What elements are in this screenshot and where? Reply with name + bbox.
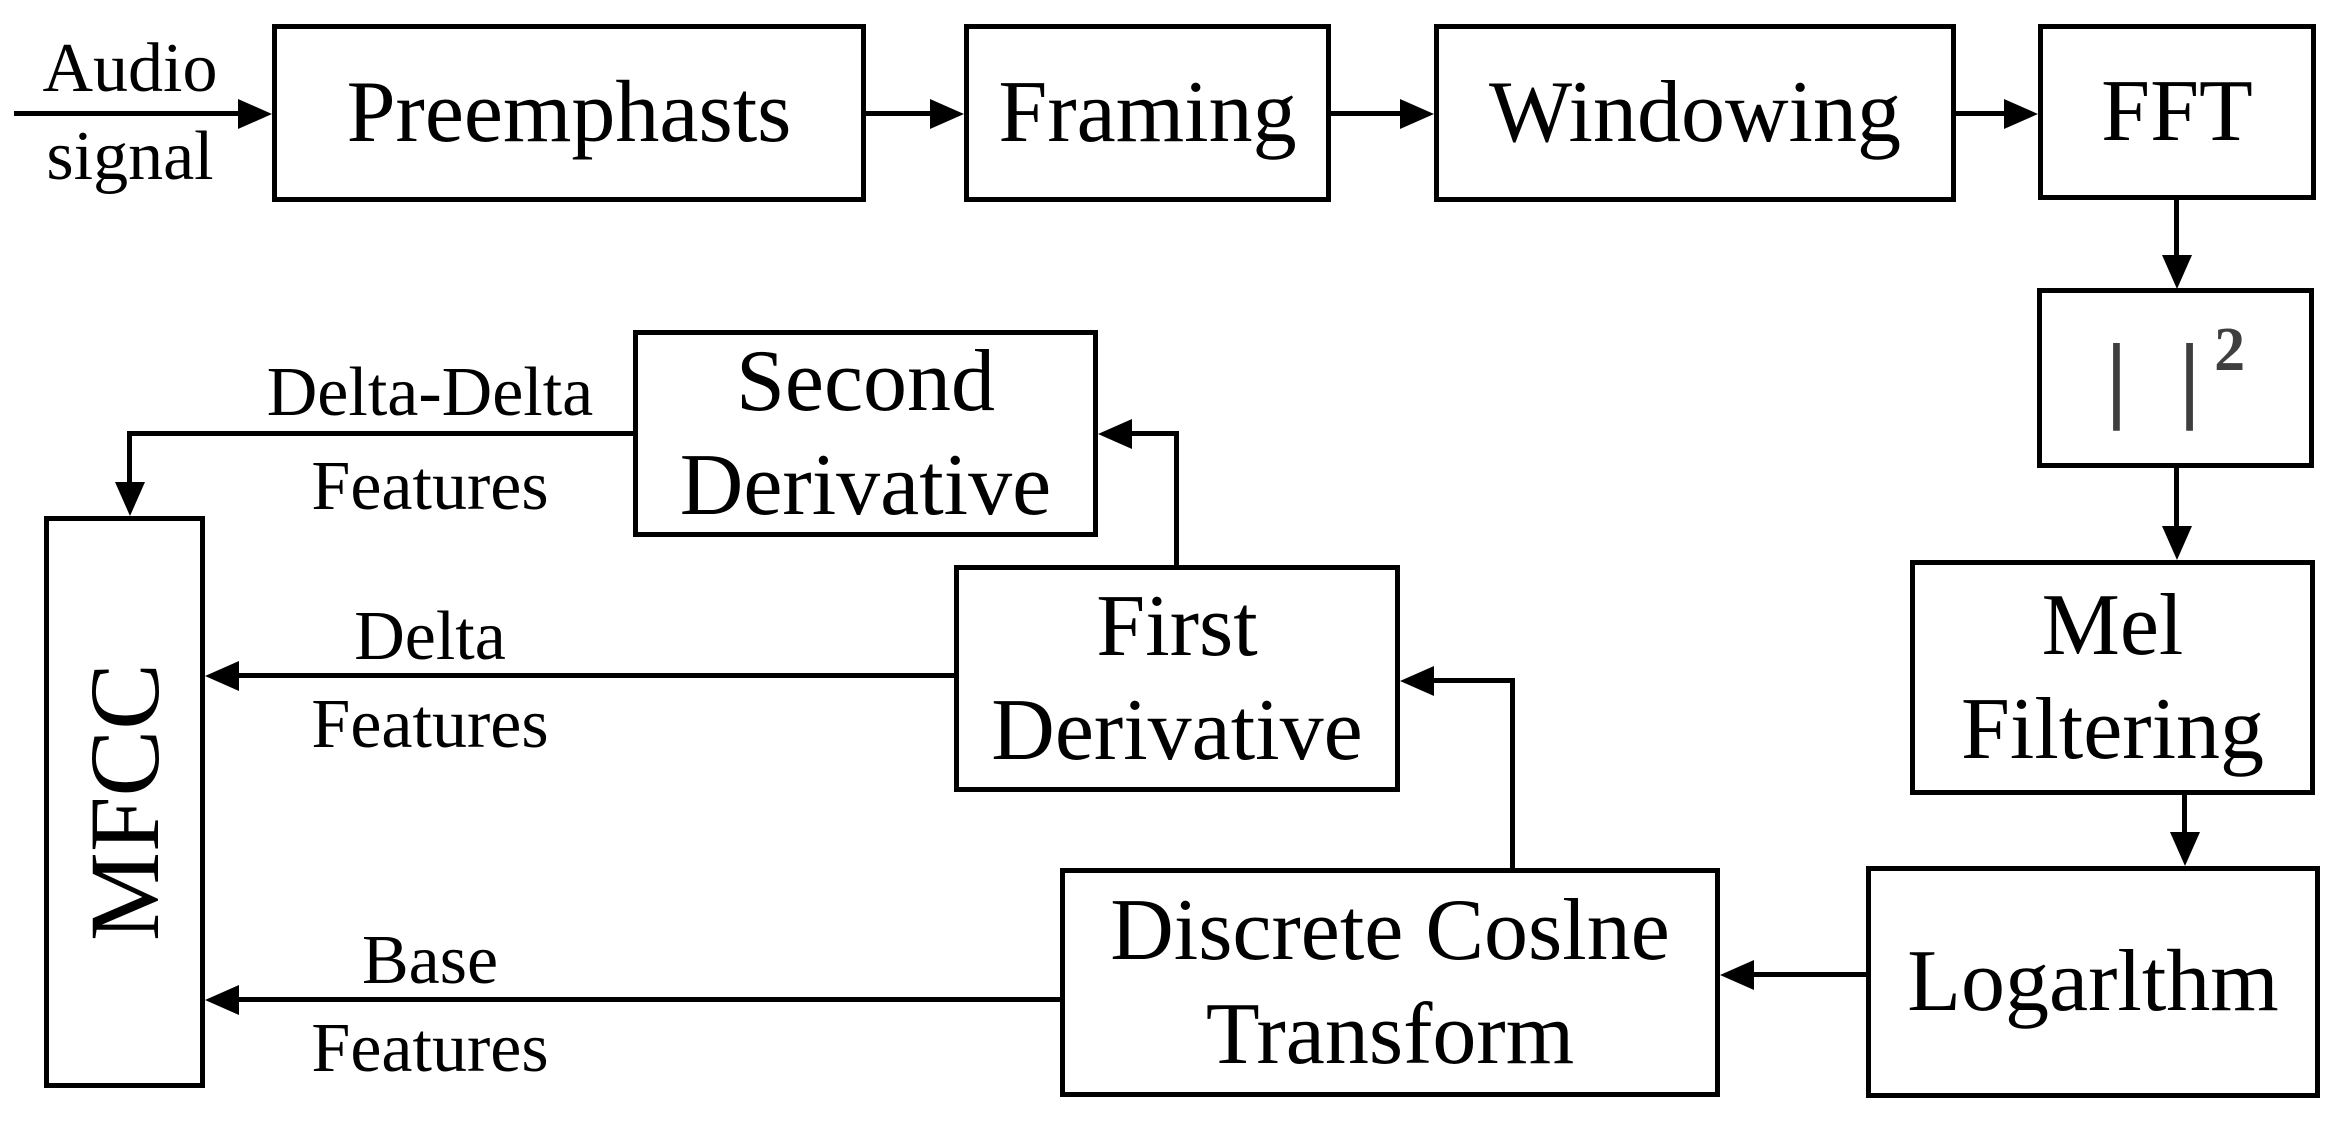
fft-node-label: FFT	[2101, 63, 2253, 161]
arrowhead-down-icon	[2162, 526, 2192, 560]
mel-filtering-node-label-line1: Mel	[2041, 576, 2184, 674]
first-derivative-node-label-line2: Derivative	[991, 681, 1363, 779]
delta-delta-features-label-line2: Features	[311, 448, 549, 525]
arrowhead-left-icon	[205, 661, 239, 691]
connector-first-to-second-derivative	[1174, 431, 1179, 565]
framing-node-label: Framing	[998, 64, 1297, 162]
arrowhead-left-icon	[205, 985, 239, 1015]
second-derivative-node: Second Derivative	[633, 330, 1098, 537]
logarithm-node: Logarlthm	[1866, 866, 2320, 1098]
audio-signal-label-line1: Audio	[42, 30, 218, 107]
connector-first-to-second-derivative	[1132, 431, 1179, 436]
dct-node-label-line2: Transform	[1205, 985, 1575, 1083]
dct-node-label-line1: Discrete Coslne	[1110, 881, 1670, 979]
power-spectrum-node: | |2	[2037, 288, 2314, 468]
arrowhead-left-icon	[1720, 960, 1754, 990]
first-derivative-node-label-line1: First	[1096, 577, 1258, 675]
delta-features-label-line1: Delta	[354, 598, 506, 675]
mfcc-output-node-label: MFCC	[68, 663, 180, 941]
base-features-label-line2: Features	[311, 1010, 549, 1087]
mel-filtering-node: Mel Filtering	[1910, 560, 2315, 795]
delta-features-label-line2: Features	[311, 686, 549, 763]
arrowhead-right-icon	[1400, 99, 1434, 129]
connector-power-spectrum-to-mel	[2174, 468, 2179, 526]
power-spectrum-node-label: | |2	[2106, 319, 2245, 426]
connector-preemphasis-to-framing	[866, 111, 930, 116]
arrowhead-down-icon	[2170, 832, 2200, 866]
fft-node: FFT	[2038, 24, 2316, 200]
mel-filtering-node-label-line2: Filtering	[1960, 680, 2265, 778]
connector-fft-to-power-spectrum	[2174, 200, 2179, 255]
windowing-node-label: Windowing	[1489, 64, 1901, 162]
connector-dct-to-first-derivative	[1510, 678, 1515, 868]
second-derivative-node-label-line1: Second	[735, 332, 996, 430]
connector-second-derivative-to-mfcc	[127, 431, 132, 482]
preemphasis-node: Preemphasts	[272, 24, 866, 202]
connector-dct-to-mfcc	[239, 997, 1060, 1002]
arrowhead-left-icon	[1400, 666, 1434, 696]
connector-mel-to-logarithm	[2182, 795, 2187, 832]
connector-framing-to-windowing	[1331, 111, 1400, 116]
discrete-cosine-transform-node: Discrete Coslne Transform	[1060, 868, 1720, 1097]
preemphasis-node-label: Preemphasts	[346, 64, 792, 162]
base-features-label-line1: Base	[361, 922, 499, 999]
connector-second-derivative-to-mfcc	[127, 431, 633, 436]
first-derivative-node: First Derivative	[954, 565, 1400, 792]
framing-node: Framing	[964, 24, 1331, 202]
arrowhead-left-icon	[1098, 419, 1132, 449]
delta-delta-features-label-line1: Delta-Delta	[266, 354, 594, 431]
arrowhead-down-icon	[115, 482, 145, 516]
arrowhead-right-icon	[2004, 99, 2038, 129]
mfcc-output-node: MFCC	[44, 516, 205, 1088]
second-derivative-node-label-line2: Derivative	[679, 436, 1052, 534]
power-spectrum-exponent: 2	[2214, 316, 2246, 384]
connector-first-derivative-to-mfcc	[239, 673, 954, 678]
connector-audio-to-preemphasis	[14, 111, 238, 116]
arrowhead-right-icon	[930, 99, 964, 129]
connector-windowing-to-fft	[1956, 111, 2004, 116]
windowing-node: Windowing	[1434, 24, 1956, 202]
audio-signal-label-line2: signal	[46, 118, 214, 195]
arrowhead-right-icon	[238, 99, 272, 129]
logarithm-node-label: Logarlthm	[1907, 933, 2279, 1031]
arrowhead-down-icon	[2162, 255, 2192, 289]
connector-logarithm-to-dct	[1754, 972, 1866, 977]
power-spectrum-bars: | |	[2105, 324, 2215, 431]
connector-dct-to-first-derivative	[1434, 678, 1515, 683]
